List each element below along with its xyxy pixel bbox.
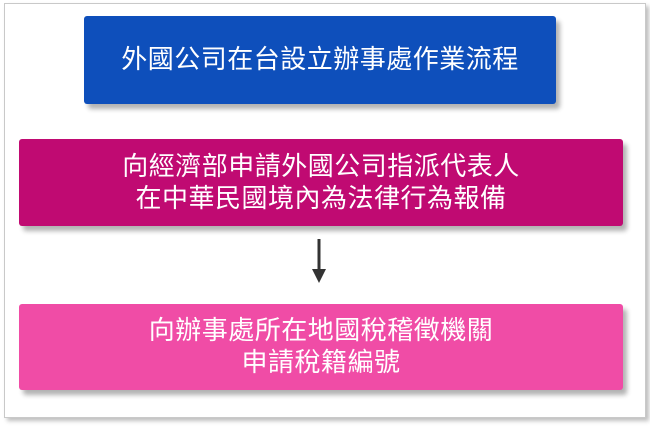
- arrow-down-icon: [312, 239, 326, 283]
- step-box-1: 向經濟部申請外國公司指派代表人 在中華民國境內為法律行為報備: [19, 139, 623, 226]
- step-box-2: 向辦事處所在地國稅稽徵機關 申請稅籍編號: [19, 304, 623, 390]
- step-2-line-2: 申請稅籍編號: [241, 348, 401, 378]
- flow-title-box: 外國公司在台設立辦事處作業流程: [84, 16, 556, 104]
- step-2-line-1: 向辦事處所在地國稅稽徵機關: [148, 316, 494, 346]
- flow-title-text: 外國公司在台設立辦事處作業流程: [121, 45, 519, 75]
- step-1-line-2: 在中華民國境內為法律行為報備: [135, 183, 507, 214]
- step-1-line-1: 向經濟部申請外國公司指派代表人: [122, 151, 520, 182]
